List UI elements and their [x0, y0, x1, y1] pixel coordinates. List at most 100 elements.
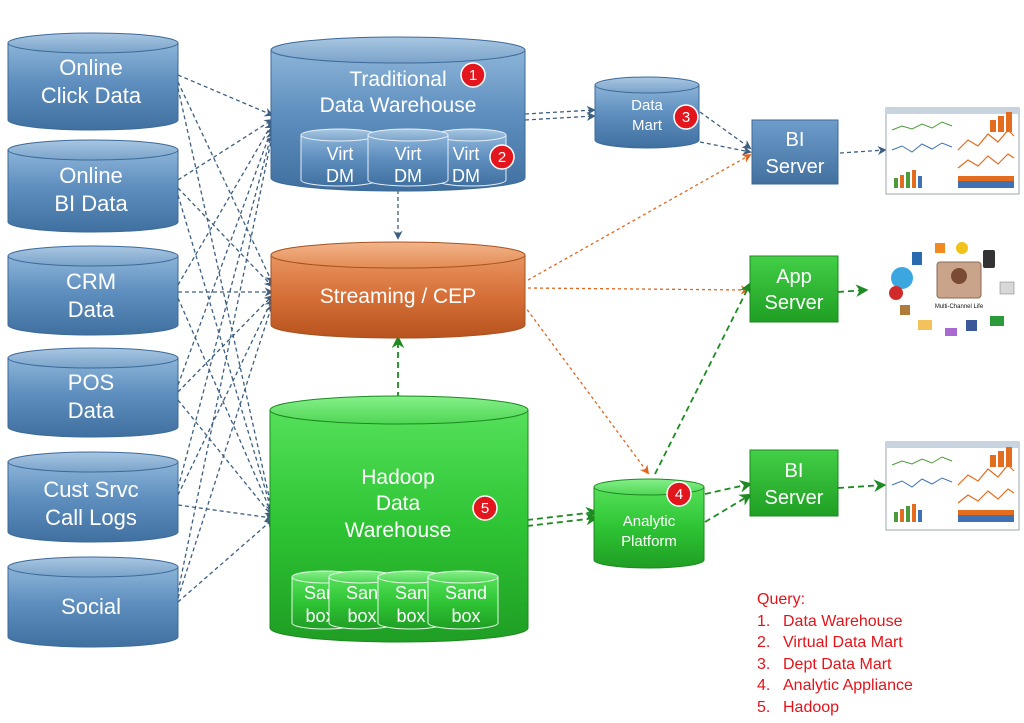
server-label-line: Server: [766, 156, 825, 178]
virt-dm-label-line: DM: [394, 166, 422, 186]
source-label-line: Social: [61, 594, 121, 619]
warehouse-label-line: Data Warehouse: [320, 94, 477, 117]
analytic-label-line: Analytic: [623, 513, 676, 530]
badge-number: 1: [469, 67, 477, 84]
badge-number: 2: [498, 149, 506, 166]
source-label-line: Call Logs: [45, 505, 137, 530]
sandbox-label-line: San: [395, 583, 427, 603]
legend-item: 5. Hadoop: [757, 697, 913, 719]
source-label-line: Data: [68, 297, 115, 322]
shopping-bag-icon: [900, 305, 910, 315]
hadoop-label-line: Data: [376, 492, 421, 515]
server-label-line: App: [776, 266, 812, 288]
virt-dm-label-line: DM: [326, 166, 354, 186]
source-social: Social: [7, 556, 179, 648]
legend-title: Query:: [757, 591, 806, 608]
source-online-bi-data: Online BI Data: [7, 139, 179, 233]
server-label-line: Server: [765, 292, 824, 314]
server-label-line: BI: [785, 460, 804, 482]
legend-item-label: Data Warehouse: [783, 612, 903, 630]
tablet-icon: [990, 316, 1004, 326]
legend-item-number: 3.: [757, 655, 771, 673]
hadoop-label-line: Hadoop: [361, 466, 435, 489]
badge-number: 5: [481, 500, 489, 517]
query-legend: Query: 1. Data Warehouse 2. Virtual Data M…: [757, 589, 913, 718]
bi-server-top: BI Server: [751, 119, 839, 185]
badge-4: 4: [666, 481, 692, 507]
source-label-line: Cust Srvc: [43, 477, 138, 502]
bi-server-bottom: BI Server: [749, 449, 839, 517]
virt-dm-label-line: Virt: [395, 144, 422, 164]
hadoop-label-line: Warehouse: [345, 519, 452, 542]
multi-channel-life-graphic: Multi-Channel Life: [889, 242, 1015, 336]
source-crm-data: CRM Data: [7, 245, 179, 336]
source-label-line: Online: [59, 163, 123, 188]
legend-item-label: Analytic Appliance: [783, 677, 913, 694]
source-online-click-data: Online Click Data: [7, 32, 179, 131]
badge-1: 1: [460, 62, 486, 88]
source-label-line: POS: [68, 370, 114, 395]
legend-item-label: Virtual Data Mart: [783, 634, 903, 651]
sandbox-label-line: box: [305, 606, 334, 626]
legend-item: 4. Analytic Appliance: [757, 675, 913, 697]
yelp-icon: [889, 286, 903, 300]
email-envelope-icon: [918, 320, 932, 330]
rss-icon: [935, 243, 945, 253]
streaming-cep: Streaming / CEP: [270, 241, 526, 339]
source-label-line: Click Data: [41, 83, 142, 108]
source-pos-data: POS Data: [7, 347, 179, 438]
legend-item-label: Dept Data Mart: [783, 655, 892, 673]
source-label-line: BI Data: [54, 191, 128, 216]
streaming-arrows: [519, 154, 752, 475]
virt-dm-label-line: Virt: [327, 144, 354, 164]
hadoop-arrows: [391, 281, 887, 527]
data-mart: Data Mart: [594, 76, 700, 149]
sandbox-cylinder: Sand box: [427, 570, 499, 630]
source-cust-srvc-call-logs: Cust Srvc Call Logs: [7, 451, 179, 543]
server-label-line: Server: [765, 487, 824, 509]
source-label-line: Data: [68, 398, 115, 423]
virt-dm-cylinder: Virt DM: [435, 128, 507, 187]
virt-dm-label-line: Virt: [453, 144, 480, 164]
source-label-line: CRM: [66, 269, 116, 294]
bi-report-screenshot-icon: [885, 107, 1020, 195]
source-arrows: [177, 74, 887, 603]
news-icon: [999, 281, 1015, 295]
server-label-line: BI: [786, 129, 805, 151]
sandbox-label-line: box: [347, 606, 376, 626]
legend-item-number: 2.: [757, 634, 771, 651]
badge-3: 3: [673, 104, 699, 130]
social-graphic-label: Multi-Channel Life: [935, 304, 984, 310]
legend-item: 2. Virtual Data Mart: [757, 632, 913, 654]
sandbox-label-line: Sand: [445, 583, 487, 603]
warehouse-label-line: Traditional: [349, 68, 446, 91]
badge-2: 2: [489, 144, 515, 170]
streaming-label: Streaming / CEP: [320, 285, 476, 308]
virt-dm-cylinder: Virt DM: [367, 128, 449, 187]
badge-number: 3: [682, 109, 690, 126]
sandbox-label-line: box: [451, 606, 480, 626]
bi-report-screenshot-icon: [885, 441, 1020, 531]
legend-item-label: Hadoop: [783, 698, 840, 716]
sandbox-label-line: San: [304, 583, 336, 603]
twitter-bird-icon: [891, 267, 913, 289]
sandbox-label-line: box: [396, 606, 425, 626]
query-badges: 1 2 3 4 5: [460, 62, 699, 521]
legend-item: 3. Dept Data Mart: [757, 654, 913, 676]
book-icon: [912, 252, 922, 265]
legend-item: 1. Data Warehouse: [757, 611, 913, 633]
phone-icon: [945, 328, 957, 336]
legend-item-number: 4.: [757, 677, 771, 694]
badge-number: 4: [675, 486, 683, 503]
facebook-icon: [966, 320, 977, 331]
virt-dm-cylinder: Virt DM: [300, 128, 378, 187]
virt-dm-label-line: DM: [452, 166, 480, 186]
chat-bubble-icon: [956, 242, 968, 254]
data-mart-label-line: Mart: [632, 117, 663, 134]
badge-5: 5: [472, 495, 498, 521]
smartphone-icon: [983, 250, 995, 268]
legend-item-number: 5.: [757, 698, 771, 716]
sandbox-label-line: San: [346, 583, 378, 603]
legend-item-number: 1.: [757, 612, 771, 630]
